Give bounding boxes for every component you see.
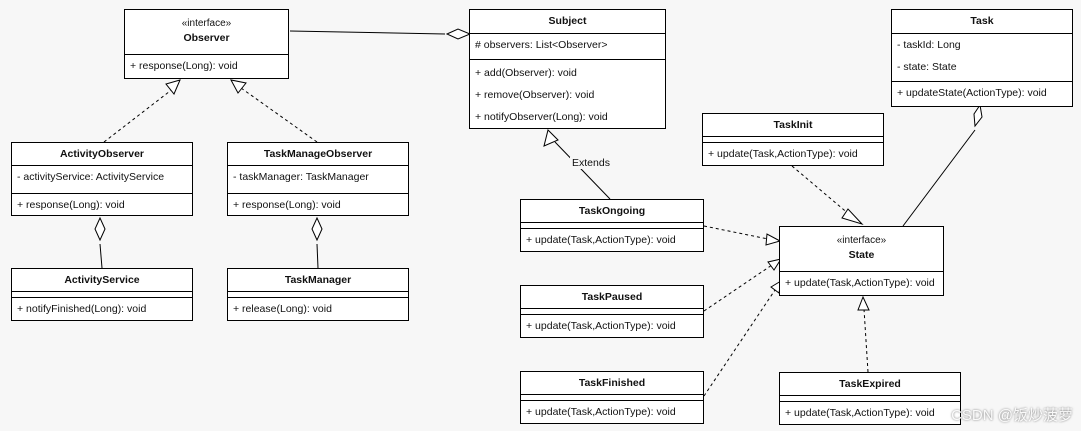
generalization-arrowhead bbox=[543, 129, 559, 147]
class-task: Task - taskId: Long - state: State + upd… bbox=[891, 9, 1073, 107]
activity-observer-title: ActivityObserver bbox=[59, 148, 145, 160]
realization-arrowhead bbox=[857, 295, 870, 311]
activity-service-title: ActivityService bbox=[64, 274, 140, 286]
activity-service-method: + notifyFinished(Long): void bbox=[17, 303, 147, 315]
subject-method-add: + add(Observer): void bbox=[475, 67, 577, 79]
task-manager-method: + release(Long): void bbox=[233, 303, 332, 315]
state-stereotype: «interface» bbox=[836, 235, 887, 246]
realization-arrowhead bbox=[230, 79, 247, 94]
extends-label: Extends bbox=[570, 157, 612, 169]
task-ongoing-title: TaskOngoing bbox=[578, 205, 646, 217]
class-task-paused: TaskPaused + update(Task,ActionType): vo… bbox=[520, 285, 704, 338]
edge-activityobserver-observer bbox=[103, 87, 175, 143]
subject-method-remove: + remove(Observer): void bbox=[475, 89, 595, 101]
activity-observer-attribute: - activityService: ActivityService bbox=[17, 171, 165, 183]
edge-taskmanageobserver-observer bbox=[240, 87, 318, 143]
edge-taskongoing-state bbox=[703, 225, 769, 240]
task-finished-method: + update(Task,ActionType): void bbox=[526, 406, 676, 418]
task-paused-method: + update(Task,ActionType): void bbox=[526, 320, 676, 332]
aggregation-diamond bbox=[311, 216, 323, 242]
task-manage-observer-attribute: - taskManager: TaskManager bbox=[233, 171, 369, 183]
aggregation-diamond bbox=[973, 103, 983, 128]
task-ongoing-method: + update(Task,ActionType): void bbox=[526, 234, 676, 246]
observer-title: Observer bbox=[183, 32, 230, 44]
state-method: + update(Task,ActionType): void bbox=[785, 277, 935, 289]
observer-stereotype: «interface» bbox=[181, 18, 232, 29]
subject-method-notify: + notifyObserver(Long): void bbox=[475, 111, 608, 123]
activity-observer-method: + response(Long): void bbox=[17, 199, 125, 211]
task-manage-observer-title: TaskManageObserver bbox=[263, 148, 373, 160]
class-task-manage-observer: TaskManageObserver - taskManager: TaskMa… bbox=[227, 142, 409, 216]
class-activity-service: ActivityService + notifyFinished(Long): … bbox=[11, 268, 193, 321]
class-task-ongoing: TaskOngoing + update(Task,ActionType): v… bbox=[520, 199, 704, 252]
class-observer: «interface» Observer + response(Long): v… bbox=[124, 9, 289, 79]
edge-activityobserver-activityservice bbox=[99, 243, 103, 269]
edge-subject-observer bbox=[289, 30, 446, 35]
edge-taskpaused-state bbox=[703, 264, 773, 312]
task-method: + updateState(ActionType): void bbox=[897, 87, 1047, 99]
edge-taskinit-state bbox=[791, 165, 851, 216]
task-init-method: + update(Task,ActionType): void bbox=[708, 148, 858, 160]
task-finished-title: TaskFinished bbox=[578, 377, 646, 389]
class-activity-observer: ActivityObserver - activityService: Acti… bbox=[11, 142, 193, 216]
class-task-expired: TaskExpired + update(Task,ActionType): v… bbox=[779, 372, 961, 425]
edge-taskongoing-subject bbox=[554, 141, 611, 200]
subject-attribute: # observers: List<Observer> bbox=[475, 39, 608, 51]
task-manage-observer-method: + response(Long): void bbox=[233, 199, 341, 211]
aggregation-diamond bbox=[94, 216, 106, 242]
realization-arrowhead bbox=[767, 258, 783, 271]
subject-title: Subject bbox=[548, 15, 587, 27]
task-expired-method: + update(Task,ActionType): void bbox=[785, 407, 935, 419]
state-title: State bbox=[848, 249, 875, 261]
observer-method: + response(Long): void bbox=[130, 60, 238, 72]
aggregation-diamond bbox=[445, 28, 472, 40]
edge-task-state bbox=[902, 129, 976, 227]
class-task-manager: TaskManager + release(Long): void bbox=[227, 268, 409, 321]
class-subject: Subject # observers: List<Observer> + ad… bbox=[469, 9, 666, 129]
task-manager-title: TaskManager bbox=[284, 274, 352, 286]
task-attribute-state: - state: State bbox=[897, 61, 957, 73]
class-state: «interface» State + update(Task,ActionTy… bbox=[779, 226, 944, 296]
task-attribute-id: - taskId: Long bbox=[897, 39, 961, 51]
class-task-finished: TaskFinished + update(Task,ActionType): … bbox=[520, 371, 704, 424]
class-task-init: TaskInit + update(Task,ActionType): void bbox=[702, 113, 884, 166]
realization-arrowhead bbox=[841, 208, 864, 226]
edge-taskexpired-state bbox=[863, 308, 869, 373]
edge-taskfinished-state bbox=[703, 289, 776, 397]
task-expired-title: TaskExpired bbox=[839, 378, 901, 390]
watermark: CSDN @饭炒菠萝 bbox=[951, 407, 1073, 424]
task-title: Task bbox=[970, 15, 994, 27]
realization-arrowhead bbox=[165, 79, 181, 95]
task-paused-title: TaskPaused bbox=[581, 291, 643, 303]
edge-taskmanageobserver-taskmanager bbox=[316, 243, 319, 269]
task-init-title: TaskInit bbox=[773, 119, 813, 131]
realization-arrowhead bbox=[765, 233, 782, 246]
